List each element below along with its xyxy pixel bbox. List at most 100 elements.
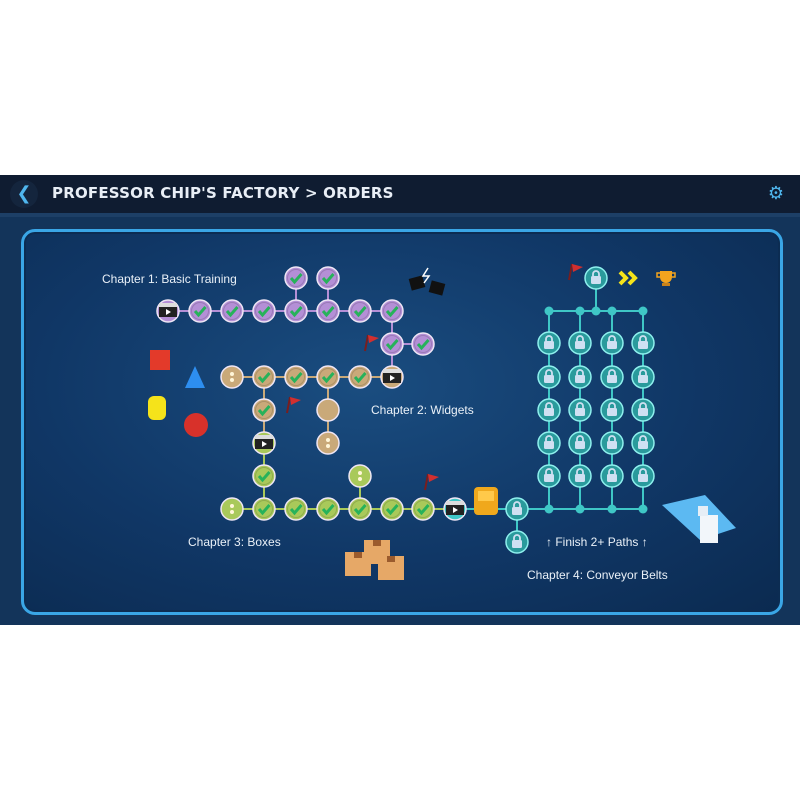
level-node-check[interactable] <box>380 299 404 323</box>
red-cube-icon <box>150 350 170 370</box>
level-node-check[interactable] <box>380 497 404 521</box>
level-node-check[interactable] <box>316 299 340 323</box>
level-node-video[interactable] <box>380 365 404 389</box>
lock-icon <box>607 341 617 349</box>
back-button[interactable]: ❮ <box>10 180 38 208</box>
level-node-lock[interactable] <box>505 497 529 521</box>
checkmark-icon <box>225 306 239 318</box>
dice-icon <box>408 267 446 296</box>
flag-icon <box>568 263 583 281</box>
level-node-check[interactable] <box>316 266 340 290</box>
level-node-lock[interactable] <box>537 365 561 389</box>
level-node-video[interactable] <box>443 497 467 521</box>
blue-cone-icon <box>185 366 205 388</box>
level-node-lock[interactable] <box>600 464 624 488</box>
level-node-check[interactable] <box>316 497 340 521</box>
checkmark-icon <box>385 339 399 351</box>
level-node-lock[interactable] <box>537 398 561 422</box>
lock-icon <box>575 341 585 349</box>
level-node-lock[interactable] <box>631 464 655 488</box>
checkmark-icon <box>321 306 335 318</box>
level-node-lock[interactable] <box>631 398 655 422</box>
level-node-check[interactable] <box>252 299 276 323</box>
level-node-check[interactable] <box>252 398 276 422</box>
flag-icon <box>424 473 439 491</box>
level-node-dots[interactable] <box>220 497 244 521</box>
chapter-2-label: Chapter 2: Widgets <box>371 403 474 417</box>
checkmark-icon <box>289 306 303 318</box>
level-node-lock[interactable] <box>631 431 655 455</box>
lock-icon <box>512 507 522 515</box>
level-node-lock[interactable] <box>568 464 592 488</box>
checkmark-icon <box>257 471 271 483</box>
level-node-dots[interactable] <box>220 365 244 389</box>
level-node-lock[interactable] <box>631 331 655 355</box>
level-node-video[interactable] <box>252 431 276 455</box>
level-node-lock[interactable] <box>600 365 624 389</box>
level-node-dots[interactable] <box>348 464 372 488</box>
level-node-lock[interactable] <box>631 365 655 389</box>
level-node-check[interactable] <box>316 365 340 389</box>
path-junction <box>638 504 648 514</box>
lock-icon <box>638 408 648 416</box>
lock-icon <box>638 474 648 482</box>
yellow-cylinder-icon <box>148 396 166 420</box>
chapter-4-hint: ↑ Finish 2+ Paths ↑ <box>546 535 648 549</box>
level-node-check[interactable] <box>284 365 308 389</box>
lock-icon <box>638 341 648 349</box>
level-node-video[interactable] <box>156 299 180 323</box>
level-node-check[interactable] <box>411 497 435 521</box>
lock-icon <box>544 408 554 416</box>
checkmark-icon <box>321 504 335 516</box>
lock-icon <box>638 375 648 383</box>
level-node-check[interactable] <box>284 266 308 290</box>
checkmark-icon <box>353 372 367 384</box>
checkmark-icon <box>289 504 303 516</box>
level-node-check[interactable] <box>348 299 372 323</box>
level-node-dots[interactable] <box>316 431 340 455</box>
level-node-check[interactable] <box>284 299 308 323</box>
checkmark-icon <box>353 504 367 516</box>
lock-icon <box>544 474 554 482</box>
level-node-check[interactable] <box>252 365 276 389</box>
path-junction <box>607 504 617 514</box>
level-node-lock[interactable] <box>568 365 592 389</box>
top-bar: ❮ PROFESSOR CHIP'S FACTORY > ORDERS ⚙ <box>0 175 800 217</box>
level-node-check[interactable] <box>188 299 212 323</box>
level-node-check[interactable] <box>380 332 404 356</box>
lock-icon <box>591 276 601 284</box>
level-node-lock[interactable] <box>537 431 561 455</box>
conveyor-machine-icon <box>474 487 498 515</box>
level-node-lock[interactable] <box>600 398 624 422</box>
fast-forward-chevrons-icon <box>618 270 638 286</box>
level-node-check[interactable] <box>220 299 244 323</box>
lock-icon <box>638 441 648 449</box>
path-junction <box>638 306 648 316</box>
level-node-lock[interactable] <box>600 431 624 455</box>
lock-icon <box>575 441 585 449</box>
level-node-check[interactable] <box>348 497 372 521</box>
level-node-lock[interactable] <box>568 431 592 455</box>
level-node-check[interactable] <box>284 497 308 521</box>
level-node-lock[interactable] <box>584 266 608 290</box>
flag-icon <box>364 334 379 352</box>
conveyor-belt-icon <box>662 495 736 543</box>
lock-icon <box>607 375 617 383</box>
level-node-empty[interactable] <box>316 398 340 422</box>
level-node-lock[interactable] <box>537 331 561 355</box>
level-node-check[interactable] <box>252 497 276 521</box>
level-node-lock[interactable] <box>568 398 592 422</box>
checkmark-icon <box>289 273 303 285</box>
level-node-lock[interactable] <box>600 331 624 355</box>
level-node-lock[interactable] <box>568 331 592 355</box>
settings-gear-icon[interactable]: ⚙ <box>767 183 784 204</box>
level-node-check[interactable] <box>252 464 276 488</box>
path-junction <box>575 306 585 316</box>
level-node-lock[interactable] <box>505 530 529 554</box>
checkmark-icon <box>385 306 399 318</box>
lock-icon <box>544 341 554 349</box>
lock-icon <box>544 441 554 449</box>
level-node-check[interactable] <box>348 365 372 389</box>
level-node-check[interactable] <box>411 332 435 356</box>
level-node-lock[interactable] <box>537 464 561 488</box>
